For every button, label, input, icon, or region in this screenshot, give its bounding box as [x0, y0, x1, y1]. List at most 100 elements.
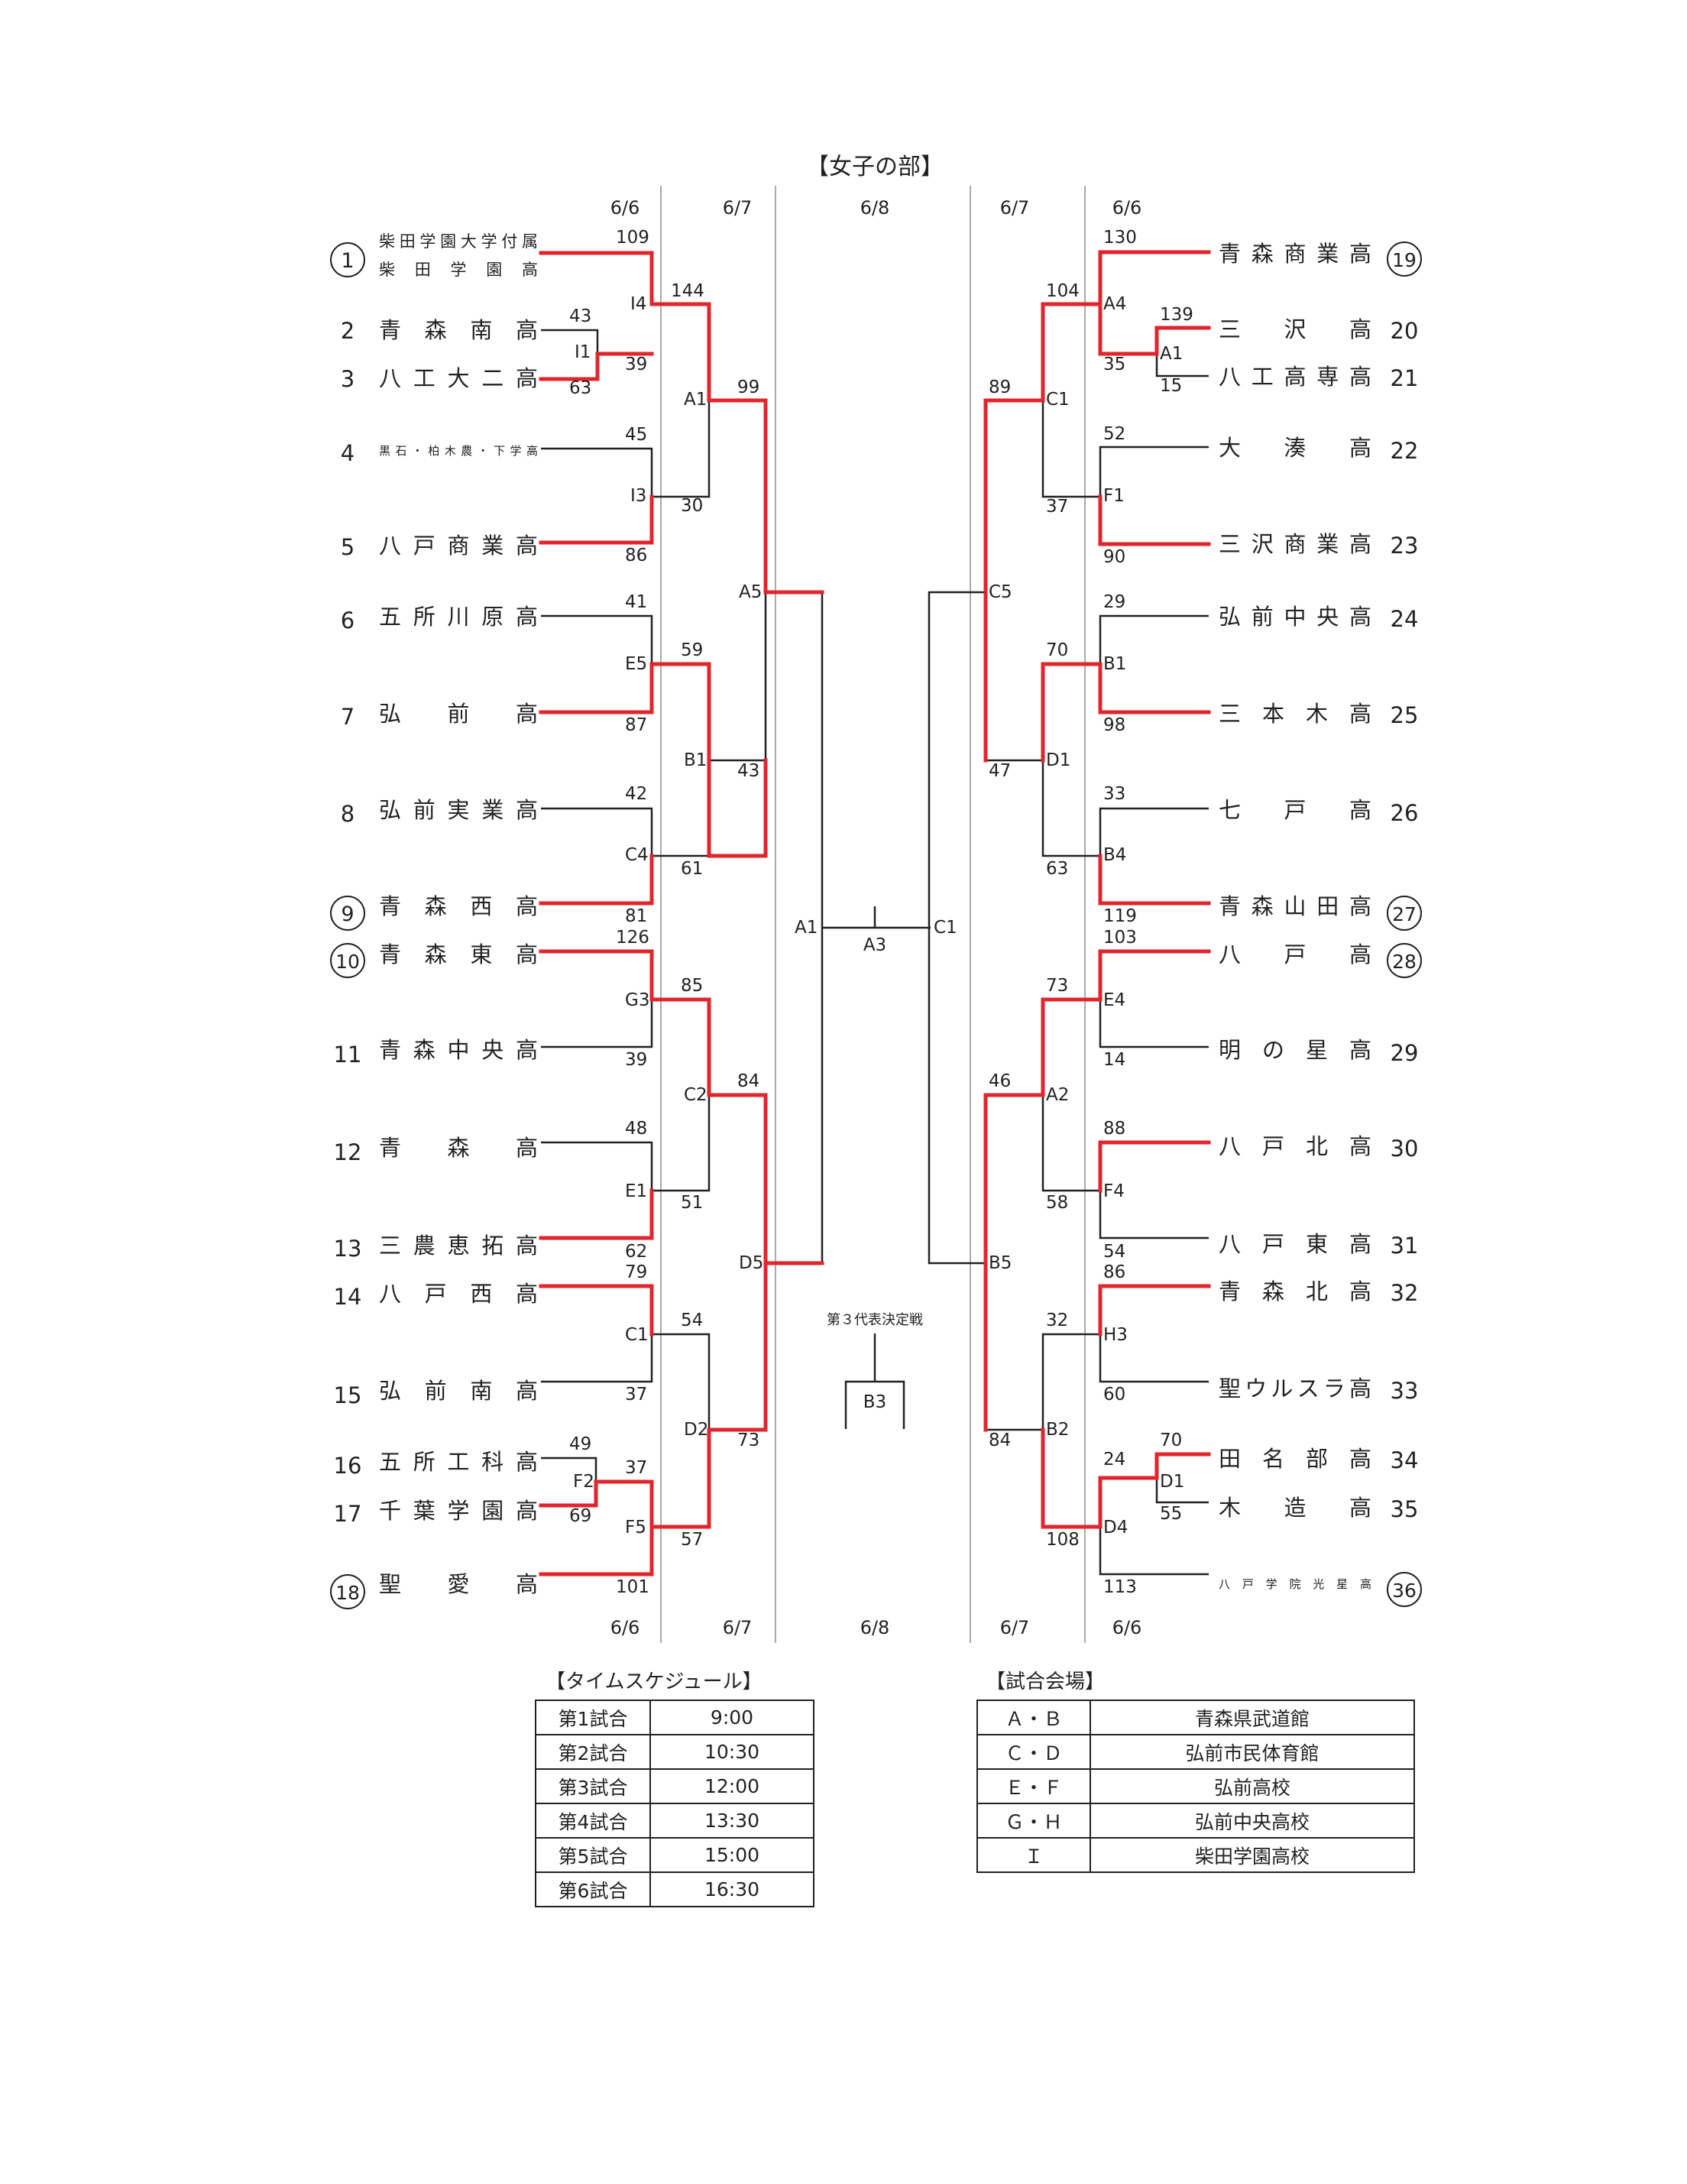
- match-label: I1: [575, 342, 591, 362]
- team-number: 24: [1391, 606, 1419, 632]
- date-bottom-4: 6/7: [1000, 1617, 1030, 1638]
- team-number: 12: [334, 1139, 362, 1165]
- match-label: F1: [1103, 486, 1125, 506]
- schedule-title: 【タイムスケジュール】: [546, 1670, 763, 1693]
- score: 57: [681, 1530, 703, 1550]
- team-name: 青 森 南 高: [379, 317, 538, 343]
- schedule-match: 第4試合: [535, 1803, 651, 1839]
- team-name: 八 工 高 専 高: [1219, 364, 1371, 390]
- team-name: 五 所 川 原 高: [379, 604, 538, 630]
- score: 79: [625, 1262, 647, 1282]
- match-label: C1: [934, 918, 957, 938]
- score: 54: [681, 1311, 703, 1330]
- date-bottom-2: 6/7: [723, 1617, 753, 1638]
- venue-place: 弘前高校: [1090, 1768, 1415, 1804]
- match-label: B1: [684, 750, 707, 770]
- match-label: A2: [1046, 1085, 1069, 1105]
- seed-circle: [1387, 1572, 1422, 1607]
- score: 30: [681, 496, 703, 516]
- team-name: 大 湊 高: [1219, 435, 1371, 461]
- date-bottom-5: 6/6: [1112, 1617, 1142, 1638]
- score: 33: [1103, 784, 1125, 804]
- score: 43: [569, 306, 591, 326]
- team-number: 33: [1391, 1378, 1419, 1404]
- team-number: 4: [341, 440, 355, 466]
- table-row: 第6試合 16:30: [535, 1871, 814, 1907]
- venue-place: 青森県武道館: [1090, 1700, 1415, 1735]
- score: 126: [616, 928, 649, 948]
- table-row: 第3試合 12:00: [535, 1768, 814, 1804]
- team-name: 三 本 木 高: [1219, 701, 1371, 727]
- third-place-title: 第３代表決定戦: [827, 1312, 923, 1328]
- team-name-line2: 柴 田 学 園 高: [379, 261, 538, 279]
- venue-place: 弘前中央高校: [1090, 1803, 1415, 1839]
- team-name: 田 名 部 高: [1219, 1446, 1371, 1472]
- team-name: 八 戸 西 高: [379, 1281, 538, 1307]
- team-number: 19: [1392, 249, 1417, 271]
- score: 60: [1103, 1385, 1125, 1405]
- schedule-match: 第5試合: [535, 1837, 651, 1873]
- team-number: 6: [341, 608, 355, 633]
- team-name: 八 戸 高: [1219, 941, 1371, 967]
- team-name: 青 森 東 高: [379, 941, 538, 967]
- match-label: C2: [684, 1085, 708, 1105]
- team-number: 7: [341, 704, 355, 730]
- score: 61: [681, 859, 703, 879]
- score: 109: [616, 228, 649, 248]
- schedule-match: 第2試合: [535, 1734, 651, 1770]
- score: 51: [681, 1193, 703, 1213]
- match-label: F2: [573, 1472, 594, 1492]
- seed-circle: [1387, 943, 1422, 978]
- score: 101: [616, 1577, 649, 1597]
- match-label: D1: [1046, 750, 1070, 770]
- match-label: B5: [989, 1253, 1012, 1273]
- team-number: 21: [1391, 365, 1419, 391]
- score: 89: [989, 378, 1011, 397]
- score: 119: [1103, 906, 1137, 926]
- schedule-time: 16:30: [649, 1871, 814, 1907]
- score: 42: [625, 784, 647, 804]
- match-label: F5: [625, 1518, 646, 1538]
- score: 14: [1103, 1050, 1125, 1070]
- score: 43: [737, 761, 759, 781]
- match-label: A1: [1160, 344, 1183, 364]
- venue-code: Ａ・Ｂ: [976, 1700, 1091, 1735]
- score: 86: [625, 546, 647, 565]
- score: 139: [1160, 305, 1193, 325]
- schedule-match: 第1試合: [535, 1700, 651, 1735]
- team-name: 青 森 北 高: [1219, 1278, 1371, 1304]
- score: 85: [681, 976, 703, 996]
- column-dividers: [660, 186, 1086, 1643]
- team-number: 25: [1391, 702, 1419, 728]
- table-row: Ａ・Ｂ 青森県武道館: [976, 1700, 1415, 1735]
- team-number: 2: [341, 318, 355, 344]
- team-number: 11: [334, 1042, 362, 1068]
- schedule-time: 10:30: [649, 1734, 814, 1770]
- match-label: D5: [739, 1253, 763, 1273]
- score: 69: [569, 1506, 591, 1526]
- team-name: 八 工 大 二 高: [379, 365, 538, 391]
- team-name: 七 戸 高: [1219, 797, 1371, 823]
- seed-circle: [1387, 241, 1422, 277]
- score: 144: [671, 281, 704, 301]
- team-name: 八 戸 北 高: [1219, 1133, 1371, 1159]
- score: 130: [1103, 228, 1137, 248]
- team-name: 五 所 工 科 高: [379, 1449, 538, 1475]
- team-number: 34: [1391, 1447, 1419, 1473]
- match-label: C1: [1046, 390, 1070, 410]
- team-number: 35: [1391, 1496, 1419, 1522]
- score: 99: [737, 378, 759, 397]
- match-label: B1: [1103, 654, 1126, 674]
- match-label: D1: [1160, 1472, 1184, 1492]
- score: 98: [1103, 715, 1125, 735]
- team-name: 弘 前 実 業 高: [379, 797, 538, 823]
- team-number: 9: [341, 902, 354, 926]
- schedule-time: 12:00: [649, 1768, 814, 1804]
- seed-circle: [330, 943, 365, 978]
- score: 35: [1103, 355, 1125, 374]
- score: 37: [1046, 497, 1068, 517]
- team-name: 聖ウルスラ高: [1219, 1376, 1371, 1401]
- venue-code: Ｃ・Ｄ: [976, 1734, 1091, 1770]
- table-row: Ｃ・Ｄ 弘前市民体育館: [976, 1734, 1415, 1770]
- team-number: 18: [335, 1582, 360, 1604]
